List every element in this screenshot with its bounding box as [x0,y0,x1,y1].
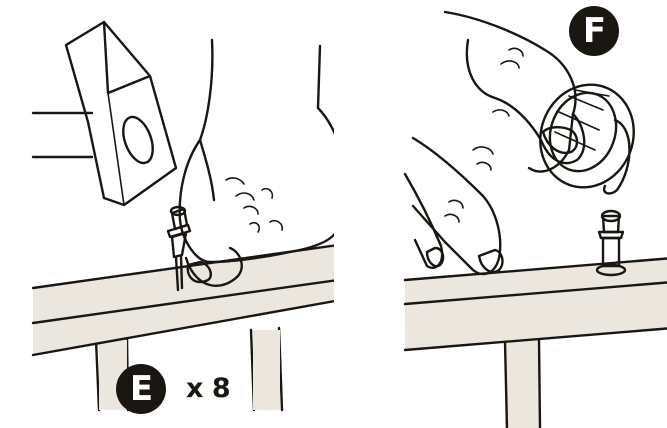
installed-pin [595,209,627,277]
hand-holding-caster [403,10,586,276]
caster-wheel [539,83,635,195]
step-e-quantity: x 8 [186,373,231,404]
step-f-panel: F [333,0,667,428]
step-e-illustration [31,20,334,412]
step-f-badge: F [569,6,619,56]
step-f-illustration [403,10,667,428]
hand-holding-pin [178,38,334,287]
step-f-label: F [582,11,606,51]
hammer [64,20,178,207]
hammer-motion-lines [31,111,94,159]
step-e-label: E [129,369,153,409]
wooden-rail [31,244,334,357]
table-leg [503,338,542,428]
wooden-rail [403,257,667,352]
step-e-panel: E x 8 [31,20,334,414]
step-e-badge: E [116,364,166,414]
